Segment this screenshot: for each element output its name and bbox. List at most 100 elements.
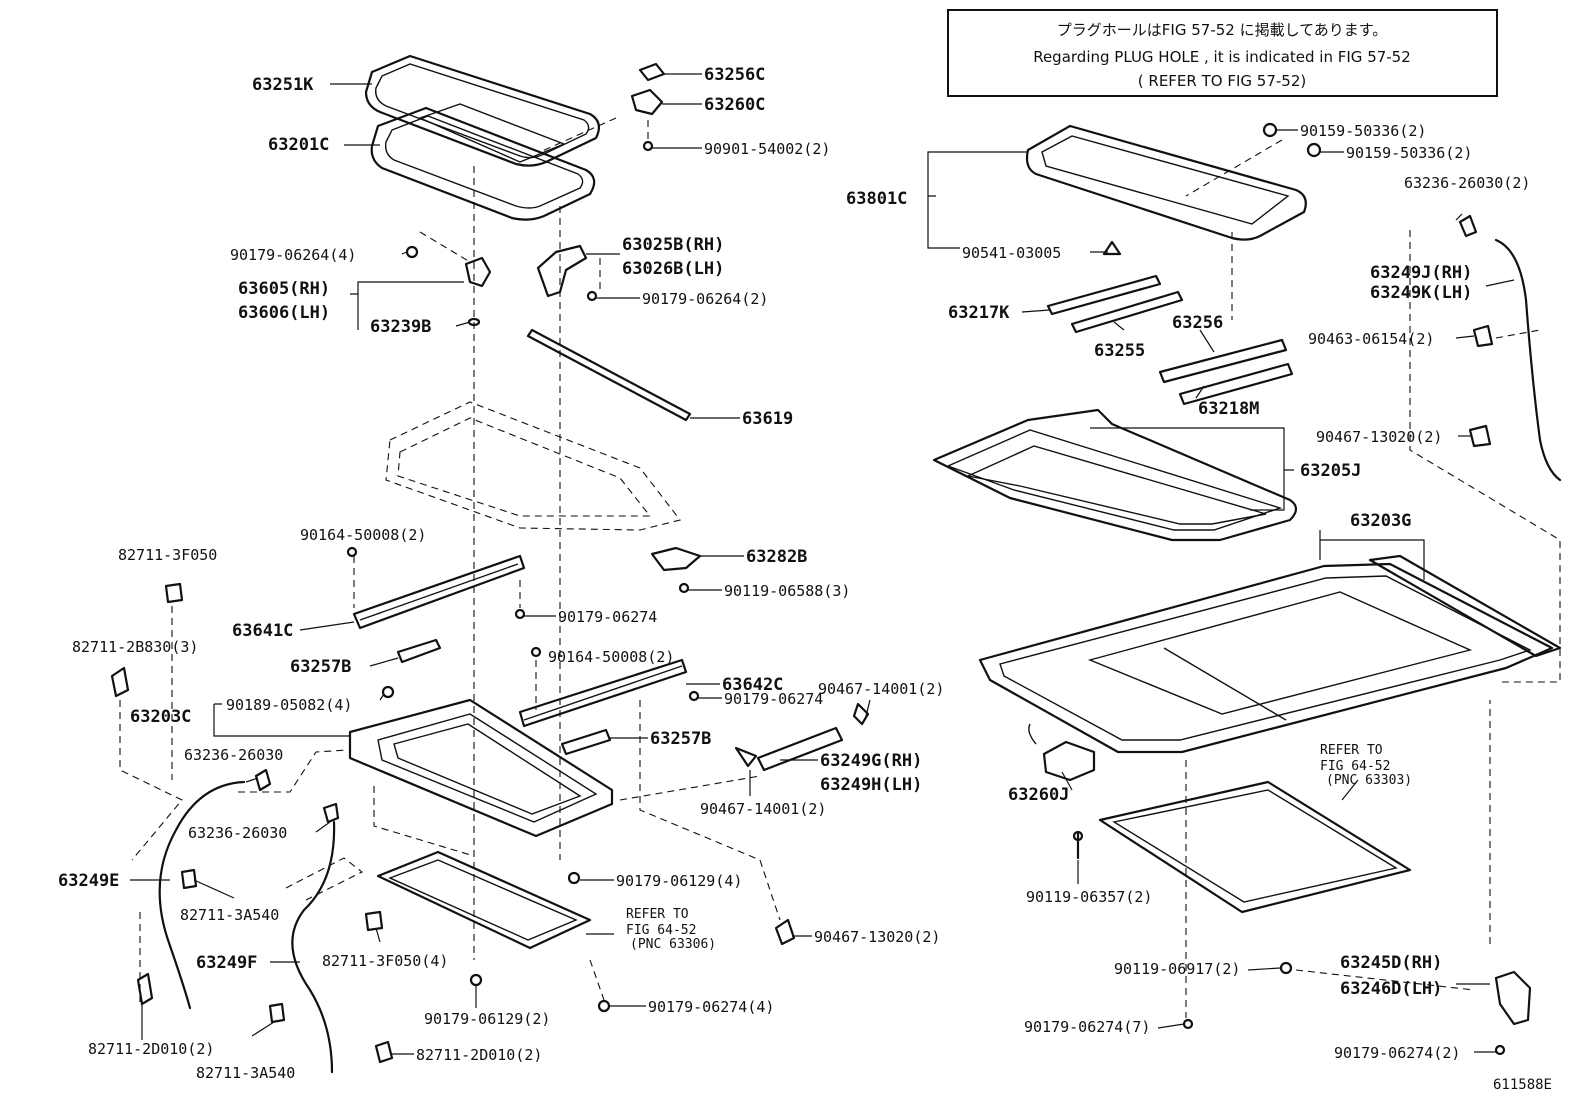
label-63025B[interactable]: 63025B(RH) xyxy=(622,235,724,255)
label-82711-3A540-a[interactable]: 82711-3A540 xyxy=(180,906,279,924)
part-63249G-hose xyxy=(734,726,844,772)
label-63249H[interactable]: 63249H(LH) xyxy=(820,775,922,795)
label-63282B[interactable]: 63282B xyxy=(746,547,807,567)
label-63203C[interactable]: 63203C xyxy=(130,707,191,727)
label-90119-06588[interactable]: 90119-06588(3) xyxy=(724,582,850,600)
label-90164-50008-b[interactable]: 90164-50008(2) xyxy=(548,648,674,666)
reference-note-box: プラグホールはFIG 57-52 に掲載してあります。 Regarding PL… xyxy=(947,9,1498,97)
part-90901-54002-bolt xyxy=(642,140,654,152)
part-63249F-hose xyxy=(291,820,336,1074)
label-90179-06274-7[interactable]: 90179-06274(7) xyxy=(1024,1018,1150,1036)
part-90119-06357-bolt xyxy=(1072,830,1084,860)
label-90189-05082[interactable]: 90189-05082(4) xyxy=(226,696,352,714)
label-90179-06274-4[interactable]: 90179-06274(4) xyxy=(648,998,774,1016)
label-90467-14001-a[interactable]: 90467-14001(2) xyxy=(818,680,944,698)
refer-note-a-line1: REFER TO xyxy=(626,907,689,922)
label-63205J[interactable]: 63205J xyxy=(1300,461,1361,481)
label-90179-06129-4[interactable]: 90179-06129(4) xyxy=(616,872,742,890)
label-90179-06274-b[interactable]: 90179-06274 xyxy=(724,690,823,708)
label-82711-3F050[interactable]: 82711-3F050 xyxy=(118,546,217,564)
label-90541-03005[interactable]: 90541-03005 xyxy=(962,244,1061,262)
label-63251K[interactable]: 63251K xyxy=(252,75,314,95)
label-90179-06274-2[interactable]: 90179-06274(2) xyxy=(1334,1044,1460,1062)
refer-note-b-line2: FIG 64-52 xyxy=(1320,759,1390,774)
label-90467-13020-a[interactable]: 90467-13020(2) xyxy=(814,928,940,946)
label-63605[interactable]: 63605(RH) xyxy=(238,279,330,299)
label-82711-2D010-b[interactable]: 82711-2D010(2) xyxy=(416,1046,542,1064)
label-63249J[interactable]: 63249J(RH) xyxy=(1370,263,1472,283)
label-63256C[interactable]: 63256C xyxy=(704,65,765,85)
part-63245D-bracket xyxy=(1494,970,1532,1026)
part-90179-06264-nut xyxy=(405,245,598,302)
label-63236-26030-a[interactable]: 63236-26030 xyxy=(184,746,283,764)
label-90467-13020-b[interactable]: 90467-13020(2) xyxy=(1316,428,1442,446)
refer-note-b-line1: REFER TO xyxy=(1320,743,1383,758)
part-90467-13020-clip xyxy=(774,918,796,946)
label-63256[interactable]: 63256 xyxy=(1172,313,1223,333)
label-63026B[interactable]: 63026B(LH) xyxy=(622,259,724,279)
refer-note-a-line2: FIG 64-52 xyxy=(626,923,696,938)
part-90179-06129-nut xyxy=(469,871,581,987)
label-90467-14001-b[interactable]: 90467-14001(2) xyxy=(700,800,826,818)
part-63619-drip-rail xyxy=(526,328,692,422)
label-63249F[interactable]: 63249F xyxy=(196,953,257,973)
label-90179-06129-2[interactable]: 90179-06129(2) xyxy=(424,1010,550,1028)
part-63249E-hose xyxy=(158,780,246,1010)
label-90179-06274-a[interactable]: 90179-06274 xyxy=(558,608,657,626)
label-63606[interactable]: 63606(LH) xyxy=(238,303,330,323)
label-63257B-b[interactable]: 63257B xyxy=(650,729,711,749)
part-63256C-clip xyxy=(638,62,666,82)
part-63203C-housing xyxy=(348,698,614,838)
label-82711-2B830[interactable]: 82711-2B830(3) xyxy=(72,638,198,656)
label-63641C[interactable]: 63641C xyxy=(232,621,293,641)
part-63205J-deflector xyxy=(932,408,1298,542)
label-63255[interactable]: 63255 xyxy=(1094,341,1145,361)
label-90179-06264-4[interactable]: 90179-06264(4) xyxy=(230,246,356,264)
part-82711-3A540-clip xyxy=(180,868,286,1024)
label-63257B-a[interactable]: 63257B xyxy=(290,657,351,677)
part-82711-2D010-clip xyxy=(136,972,394,1064)
part-63025B-hinge xyxy=(536,244,588,298)
refer-note-b-line3: (PNC 63303) xyxy=(1326,773,1412,788)
label-63260J[interactable]: 63260J xyxy=(1008,785,1069,805)
label-63201C[interactable]: 63201C xyxy=(268,135,329,155)
label-63619[interactable]: 63619 xyxy=(742,409,793,429)
label-63203G[interactable]: 63203G xyxy=(1350,511,1411,531)
part-82711-2B830-clip xyxy=(110,666,130,698)
label-63249K[interactable]: 63249K(LH) xyxy=(1370,283,1472,303)
part-63203G-housing xyxy=(978,554,1562,754)
label-63218M[interactable]: 63218M xyxy=(1198,399,1259,419)
label-90179-06264-2[interactable]: 90179-06264(2) xyxy=(642,290,768,308)
label-82711-3F050-4[interactable]: 82711-3F050(4) xyxy=(322,952,448,970)
label-63260C[interactable]: 63260C xyxy=(704,95,765,115)
part-63260C-bracket xyxy=(630,88,664,116)
label-82711-3A540-b[interactable]: 82711-3A540 xyxy=(196,1064,295,1082)
label-90463-06154[interactable]: 90463-06154(2) xyxy=(1308,330,1434,348)
label-63217K[interactable]: 63217K xyxy=(948,303,1010,323)
part-90541-03005-grommet xyxy=(1102,240,1122,256)
dashed-assembly-lines xyxy=(119,117,1561,1018)
note-line-english: Regarding PLUG HOLE , it is indicated in… xyxy=(1033,48,1411,66)
label-90119-06917[interactable]: 90119-06917(2) xyxy=(1114,960,1240,978)
label-63239B[interactable]: 63239B xyxy=(370,317,431,337)
label-90164-50008-a[interactable]: 90164-50008(2) xyxy=(300,526,426,544)
label-63245D[interactable]: 63245D(RH) xyxy=(1340,953,1442,973)
label-82711-2D010-a[interactable]: 82711-2D010(2) xyxy=(88,1040,214,1058)
label-63642C[interactable]: 63642C xyxy=(722,675,783,695)
label-63246D[interactable]: 63246D(LH) xyxy=(1340,979,1442,999)
part-90467-13020-clip-b xyxy=(1468,424,1492,448)
label-90159-50336-a[interactable]: 90159-50336(2) xyxy=(1300,122,1426,140)
label-63249G[interactable]: 63249G(RH) xyxy=(820,751,922,771)
label-63236-26030-b[interactable]: 63236-26030 xyxy=(188,824,287,842)
part-63201C-glass-panel xyxy=(370,103,596,221)
label-63249E[interactable]: 63249E xyxy=(58,871,119,891)
part-63641C-rail xyxy=(346,546,526,630)
part-sunshade-left xyxy=(376,850,592,950)
label-63801C[interactable]: 63801C xyxy=(846,189,907,209)
label-90159-50336-b[interactable]: 90159-50336(2) xyxy=(1346,144,1472,162)
label-90119-06357[interactable]: 90119-06357(2) xyxy=(1026,888,1152,906)
note-line-refer: ( REFER TO FIG 57-52) xyxy=(1138,72,1306,90)
label-63236-26030-c[interactable]: 63236-26030(2) xyxy=(1404,174,1530,192)
part-63257B-seal-left xyxy=(396,638,442,664)
label-90901-54002[interactable]: 90901-54002(2) xyxy=(704,140,830,158)
